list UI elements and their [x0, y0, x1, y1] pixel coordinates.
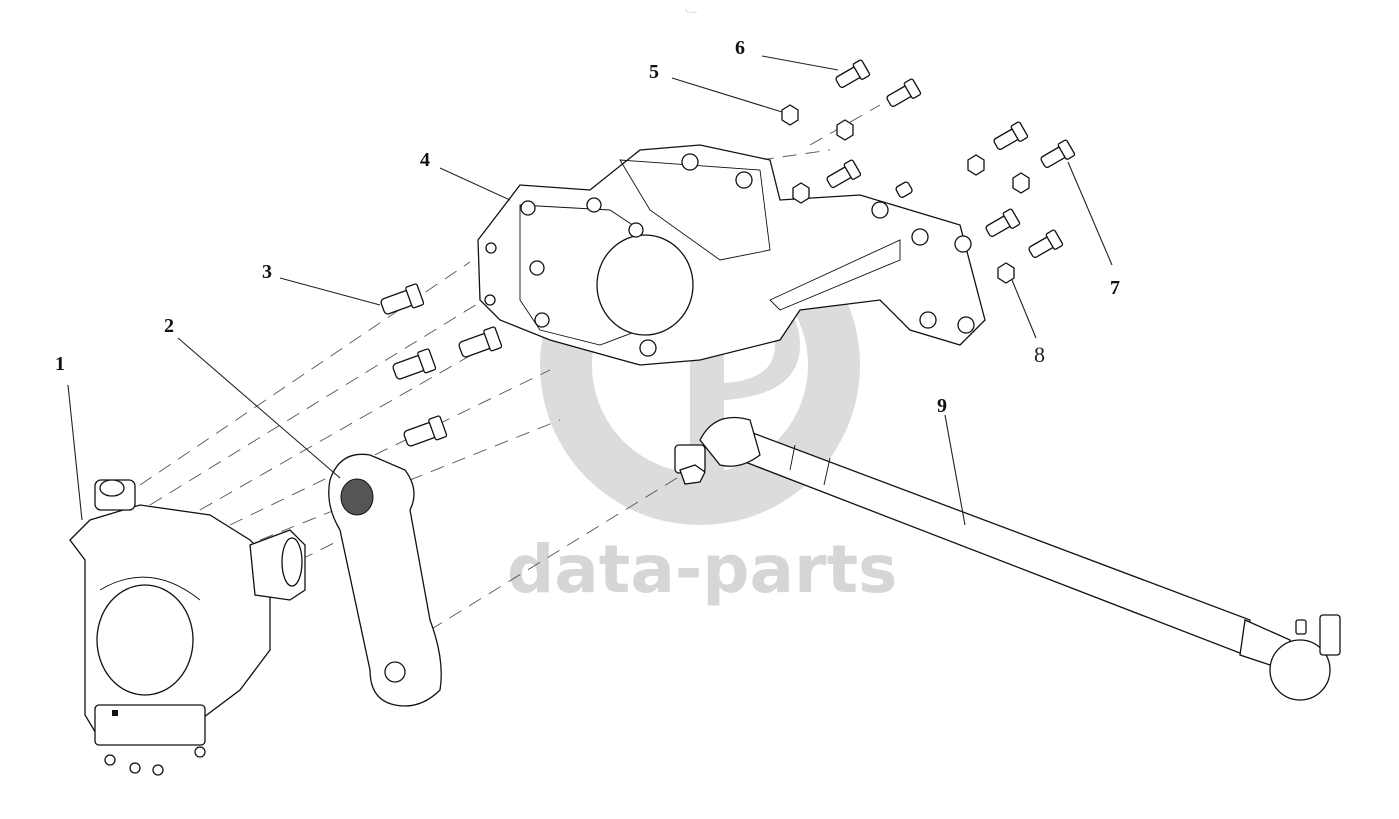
- callout-7: 7: [1110, 277, 1120, 299]
- top-mark: ⁰ₐ ₒₒₒ: [685, 9, 697, 15]
- steering-gear-box: [69, 479, 306, 776]
- callout-8: 8: [1034, 342, 1045, 367]
- tie-rod: [674, 416, 1341, 701]
- mounting-bracket: [477, 144, 986, 366]
- callout-2: 2: [164, 315, 174, 337]
- bolt-group-right: [826, 59, 1076, 258]
- pitman-arm: [328, 453, 442, 707]
- callout-3: 3: [262, 261, 272, 283]
- callout-1: 1: [55, 353, 65, 375]
- bolt-group-left: [380, 283, 503, 447]
- nut-group: [781, 104, 1030, 284]
- callout-5: 5: [649, 61, 659, 83]
- callout-6: 6: [735, 37, 745, 59]
- leader-lines: [67, 55, 1113, 526]
- callout-9: 9: [937, 395, 947, 417]
- callout-4: 4: [420, 149, 430, 171]
- watermark-text: data-parts: [507, 531, 897, 608]
